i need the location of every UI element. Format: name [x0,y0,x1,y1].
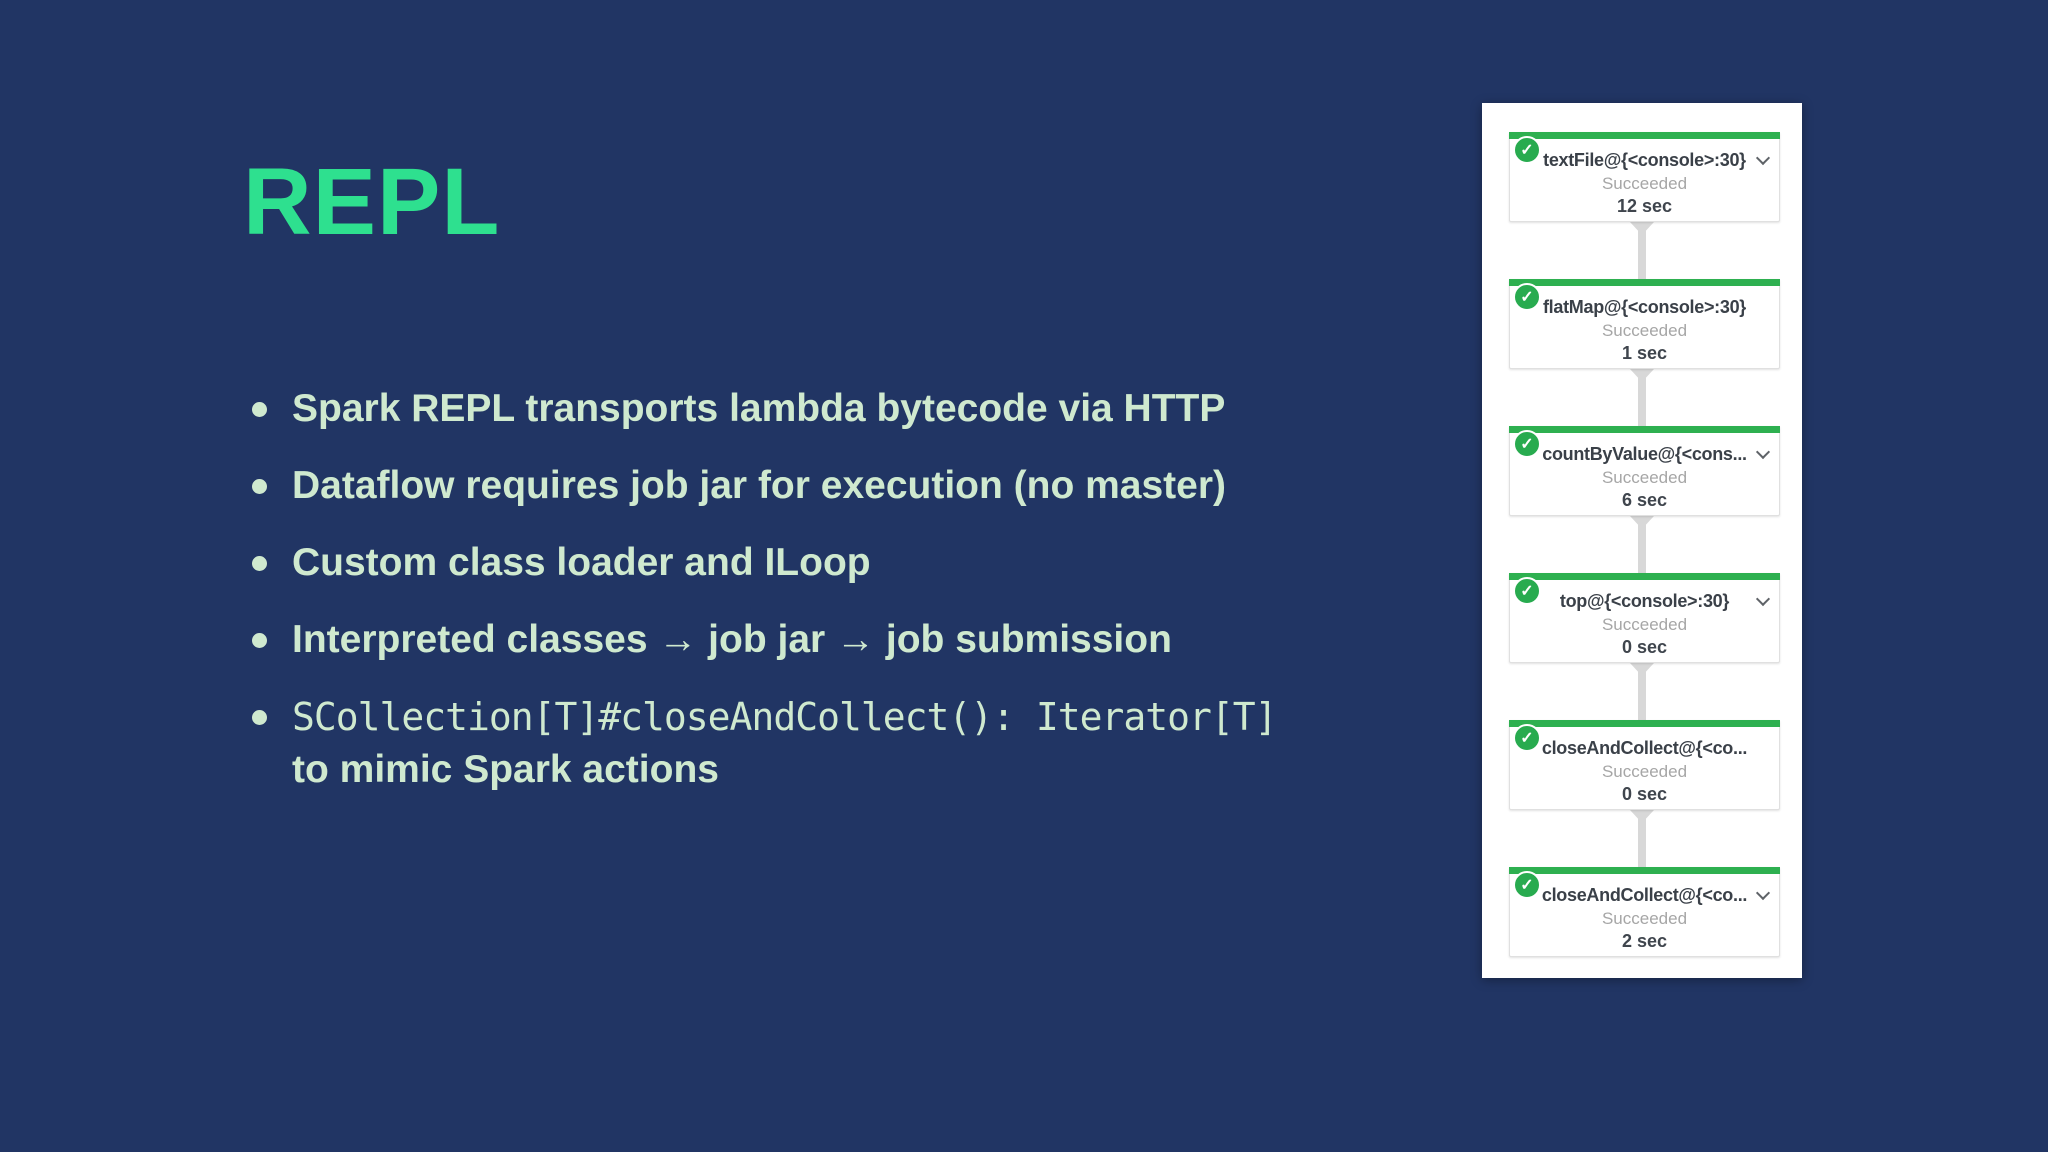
success-check-icon: ✓ [1513,283,1541,311]
arrow-down-icon [1630,516,1654,529]
status-bar [1509,279,1780,286]
arrow-down-icon [1630,810,1654,823]
step-duration: 0 sec [1621,784,1668,804]
chevron-down-icon[interactable] [1757,888,1769,900]
list-item: Spark REPL transports lambda bytecode vi… [250,383,1430,435]
step-duration: 2 sec [1621,931,1668,951]
step-duration: 1 sec [1621,343,1668,363]
pipeline-step-card[interactable]: ✓ closeAndCollect@{<co... Succeeded 2 se… [1509,867,1780,957]
pipeline-step-card[interactable]: ✓ textFile@{<console>:30} Succeeded 12 s… [1509,132,1780,222]
success-check-icon: ✓ [1513,430,1541,458]
arrow-down-icon [1630,663,1654,676]
chevron-down-icon[interactable] [1757,153,1769,165]
step-status: Succeeded [1601,762,1688,781]
step-label: flatMap@{<console>:30} [1542,297,1747,317]
bullet-text: Custom class loader and ILoop [292,541,871,584]
status-bar [1509,132,1780,139]
step-duration: 0 sec [1621,637,1668,657]
chevron-down-icon[interactable] [1757,447,1769,459]
bullet-text: to mimic Spark actions [292,748,719,791]
step-connector [1482,222,1802,279]
pipeline-step-card[interactable]: ✓ top@{<console>:30} Succeeded 0 sec [1509,573,1780,663]
step-status: Succeeded [1601,321,1688,340]
bullet-text: Spark REPL transports lambda bytecode vi… [292,387,1226,430]
pipeline-panel: ✓ textFile@{<console>:30} Succeeded 12 s… [1482,103,1802,978]
bullet-text: Dataflow requires job jar for execution … [292,464,1227,507]
success-check-icon: ✓ [1513,136,1541,164]
step-duration: 12 sec [1616,196,1673,216]
arrow-down-icon [1630,369,1654,382]
step-label: textFile@{<console>:30} [1543,150,1746,170]
step-label: closeAndCollect@{<co... [1541,885,1748,905]
arrow-down-icon [1630,222,1654,235]
step-connector [1482,663,1802,720]
step-connector [1482,516,1802,573]
bullet-text: Interpreted classes → job jar → job subm… [292,618,1172,661]
pipeline-step-card[interactable]: ✓ flatMap@{<console>:30} Succeeded 1 sec [1509,279,1780,369]
step-connector [1482,369,1802,426]
success-check-icon: ✓ [1513,577,1541,605]
list-item: Interpreted classes → job jar → job subm… [250,614,1430,666]
page-title: REPL [243,149,501,255]
step-label: closeAndCollect@{<co... [1541,738,1748,758]
pipeline-step-card[interactable]: ✓ closeAndCollect@{<co... Succeeded 0 se… [1509,720,1780,810]
list-item: SCollection[T]#closeAndCollect(): Iterat… [250,691,1430,796]
list-item: Dataflow requires job jar for execution … [250,460,1430,512]
list-item: Custom class loader and ILoop [250,537,1430,589]
status-bar [1509,867,1780,874]
status-bar [1509,720,1780,727]
chevron-down-icon[interactable] [1757,594,1769,606]
step-label: top@{<console>:30} [1559,591,1730,611]
status-bar [1509,426,1780,433]
step-label: countByValue@{<cons... [1542,444,1747,464]
step-status: Succeeded [1601,468,1688,487]
step-duration: 6 sec [1621,490,1668,510]
step-connector [1482,810,1802,867]
step-status: Succeeded [1601,615,1688,634]
success-check-icon: ✓ [1513,724,1541,752]
status-bar [1509,573,1780,580]
step-status: Succeeded [1601,909,1688,928]
success-check-icon: ✓ [1513,871,1541,899]
bullet-list: Spark REPL transports lambda bytecode vi… [250,383,1430,821]
step-status: Succeeded [1601,174,1688,193]
bullet-code-text: SCollection[T]#closeAndCollect(): Iterat… [292,695,1278,739]
pipeline-step-card[interactable]: ✓ countByValue@{<cons... Succeeded 6 sec [1509,426,1780,516]
